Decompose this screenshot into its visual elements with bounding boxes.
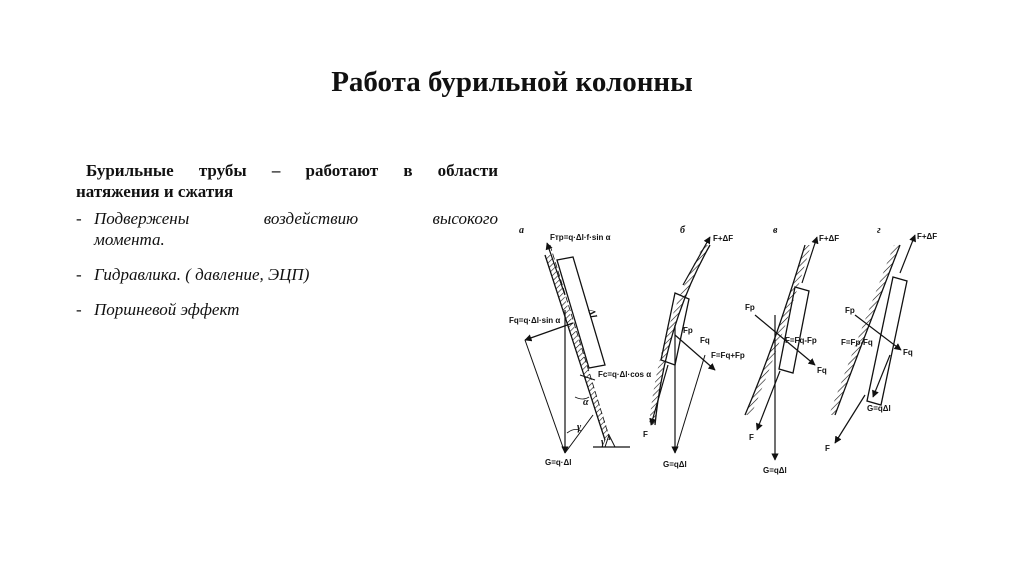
label-alpha: α bbox=[583, 397, 589, 408]
label-g: G=qΔl bbox=[867, 404, 891, 413]
bullet-dash: - bbox=[76, 300, 82, 319]
label-fp: Fp bbox=[745, 303, 755, 312]
pipe-element bbox=[556, 256, 606, 369]
force-triangle-side bbox=[524, 339, 566, 454]
normal-force-line bbox=[564, 414, 594, 454]
label-ftr: Fтр=q·Δl·f·sin α bbox=[550, 233, 611, 242]
resultant-arrow bbox=[674, 334, 716, 371]
bullet-dash: - bbox=[76, 265, 82, 284]
label-f: F bbox=[749, 433, 754, 442]
fc-leader bbox=[579, 374, 596, 381]
label-dl: Δl bbox=[585, 307, 599, 320]
angle-mark bbox=[604, 433, 616, 448]
lead-line-1: Бурильные трубы – работают в области bbox=[86, 161, 498, 180]
bullet-text: Гидравлика. ( давление, ЭЦП) bbox=[94, 265, 310, 284]
label-f-delta: F+ΔF bbox=[713, 234, 733, 243]
label-gamma: γ bbox=[577, 422, 582, 433]
panel-g: г F+ΔF Fp F=Fp-Fq Fq G=qΔl F bbox=[825, 225, 937, 453]
panel-label-v: в bbox=[773, 225, 778, 236]
panel-label-a: а bbox=[519, 225, 524, 236]
tension-arrow-down bbox=[649, 364, 669, 426]
force-triangle-side bbox=[674, 354, 706, 454]
lead-line-2: натяжения и сжатия bbox=[76, 182, 234, 201]
label-f-delta: F+ΔF bbox=[819, 234, 839, 243]
bullet-dash: - bbox=[76, 209, 82, 228]
label-fc: Fc=q·Δl·cos α bbox=[598, 370, 651, 379]
panel-a: а Fтр=q·Δl·f·sin α Fq=q·Δl·sin α Δ bbox=[509, 225, 651, 467]
panel-b: б F+ΔF Fp Fq F=Fq+Fp F G=qΔl bbox=[643, 225, 745, 469]
bullet-torque: - Подвержены воздействию высокого момент… bbox=[76, 208, 498, 250]
bullet-text-line-2: момента. bbox=[94, 230, 165, 249]
wellbore-wall-curve bbox=[834, 244, 901, 416]
force-diagram-figure: а Fтр=q·Δl·f·sin α Fq=q·Δl·sin α Δ bbox=[505, 215, 960, 485]
label-f: F bbox=[825, 444, 830, 453]
fq-arrow bbox=[754, 314, 816, 366]
gamma-arc bbox=[566, 429, 582, 434]
pipe-axis bbox=[549, 244, 611, 441]
tension-arrow-up bbox=[682, 236, 711, 286]
tension-arrow-up bbox=[801, 236, 819, 284]
wall-hatching bbox=[829, 245, 900, 415]
label-gamma-ground: γ bbox=[601, 437, 606, 448]
panel-label-g: г bbox=[877, 225, 881, 236]
label-f: F bbox=[643, 430, 648, 439]
wall-hatching bbox=[545, 255, 611, 440]
wellbore-wall-curve bbox=[654, 244, 711, 426]
fq-force-arrow bbox=[524, 322, 574, 342]
label-sum: F=Fq+Fp bbox=[711, 351, 745, 360]
label-fp: Fp bbox=[683, 326, 693, 335]
pipe-element bbox=[866, 276, 908, 406]
label-diff: F=Fq-Fp bbox=[785, 336, 817, 345]
slide-text: Бурильные трубы – работают в области нат… bbox=[76, 160, 498, 334]
bullet-text: Поршневой эффект bbox=[94, 300, 240, 319]
bullet-piston-effect: - Поршневой эффект bbox=[76, 299, 498, 320]
lead-paragraph: Бурильные трубы – работают в области нат… bbox=[76, 160, 498, 202]
label-fp: Fp bbox=[845, 306, 855, 315]
tension-arrow-up bbox=[899, 234, 916, 274]
tension-arrow-down bbox=[834, 394, 866, 444]
fq-arrow bbox=[854, 314, 902, 351]
label-g: G=q·Δl bbox=[545, 458, 571, 467]
label-g: G=qΔl bbox=[763, 466, 787, 475]
label-g: G=qΔl bbox=[663, 460, 687, 469]
slide-title: Работа бурильной колонны bbox=[331, 66, 693, 98]
wall-hatching bbox=[649, 245, 710, 425]
label-fq: Fq bbox=[817, 366, 827, 375]
bullet-text-line-1: Подвержены воздействию высокого bbox=[94, 209, 498, 228]
friction-force-arrow bbox=[545, 242, 566, 296]
label-diff: F=Fp-Fq bbox=[841, 338, 873, 347]
label-f-delta: F+ΔF bbox=[917, 232, 937, 241]
label-fq: Fq bbox=[700, 336, 710, 345]
label-fq: Fq bbox=[903, 348, 913, 357]
alpha-arc bbox=[574, 396, 590, 400]
force-diagram: а Fтр=q·Δl·f·sin α Fq=q·Δl·sin α Δ bbox=[509, 225, 937, 475]
pipe-element bbox=[778, 286, 810, 374]
label-fq: Fq=q·Δl·sin α bbox=[509, 316, 560, 325]
gravity-arrow bbox=[872, 354, 891, 398]
bullet-hydraulics: - Гидравлика. ( давление, ЭЦП) bbox=[76, 264, 498, 285]
tension-arrow-down bbox=[755, 370, 781, 431]
panel-label-b: б bbox=[680, 225, 686, 236]
panel-v: в F+ΔF Fp F=Fq-Fp Fq F G=qΔl bbox=[744, 225, 839, 475]
